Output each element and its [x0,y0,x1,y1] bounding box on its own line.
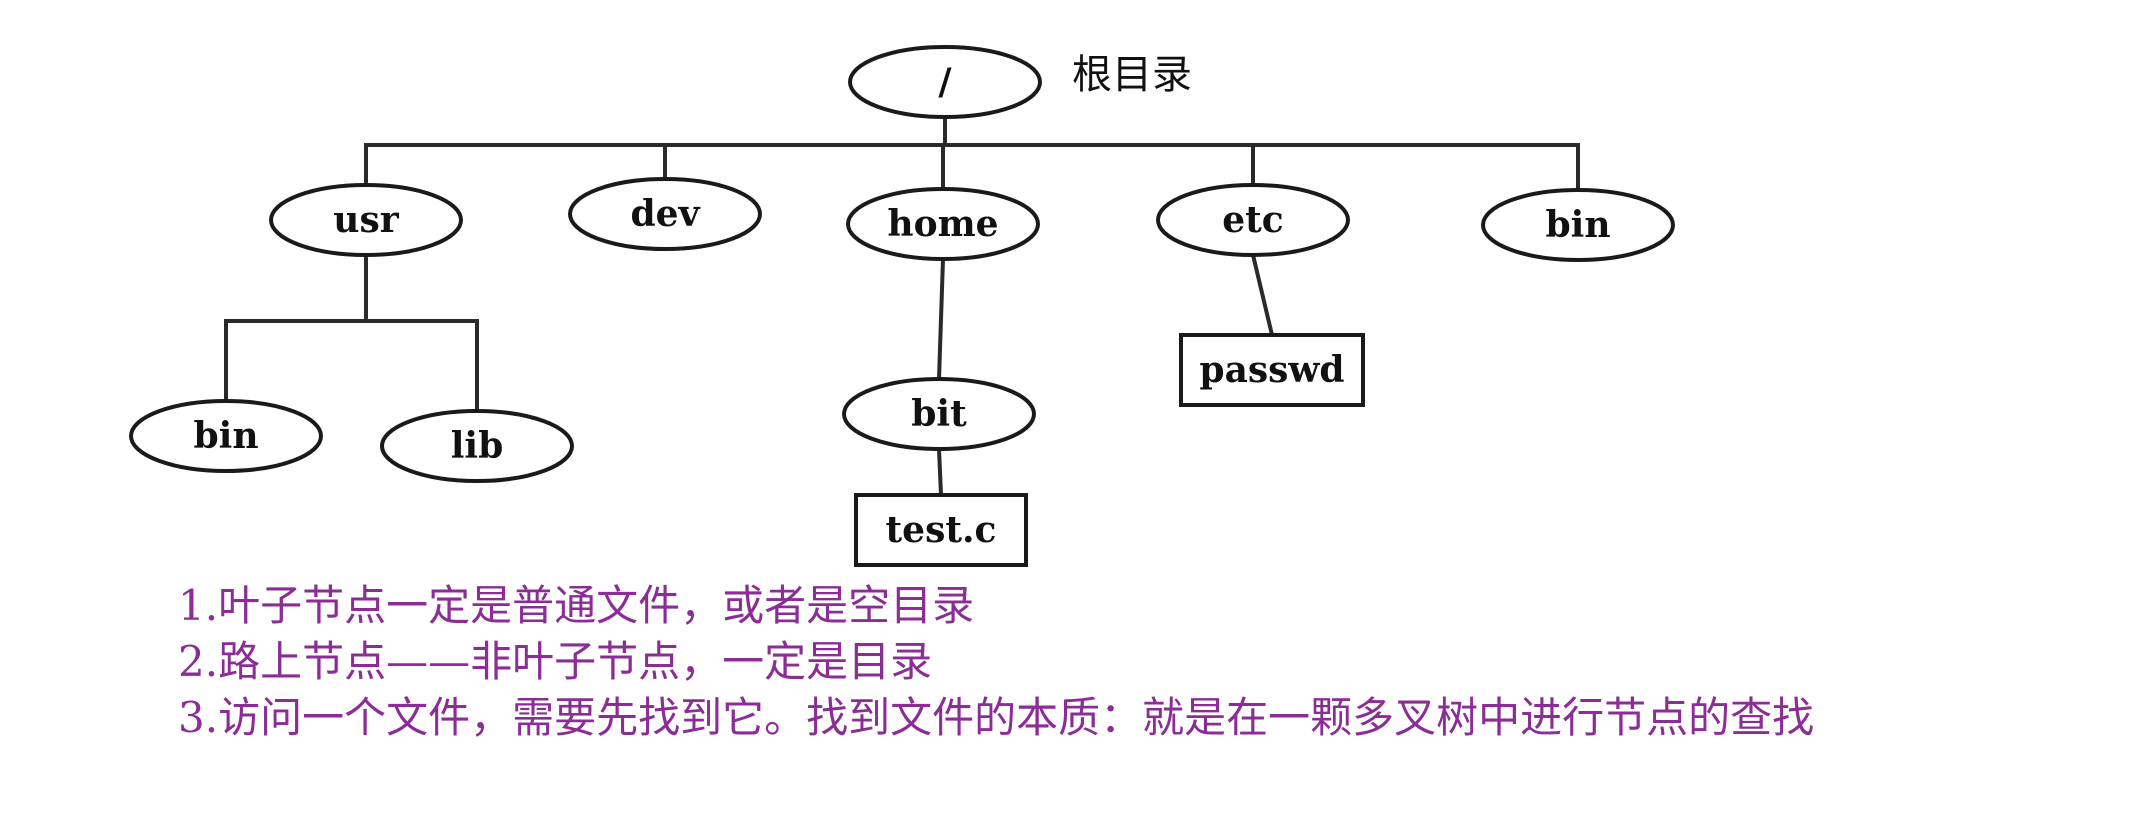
node-label-test-c: test.c [886,509,997,551]
note-item-3: 3.访问一个文件，需要先找到它。找到文件的本质：就是在一颗多叉树中进行节点的查找 [178,693,1815,742]
directory-node-bit [842,377,1036,451]
directory-node-root [848,45,1042,119]
tree-edges [224,115,1580,498]
note-item-2: 2.路上节点——非叶子节点，一定是目录 [178,637,933,686]
node-label-root: / [938,61,952,103]
tree-nodes: / usr dev home etc bin bin lib bit passwd test.c [129,45,1675,567]
note-item-1: 1.叶子节点一定是普通文件，或者是空目录 [178,581,975,630]
node-label-bin-top: bin [1545,204,1610,246]
node-label-home: home [887,203,998,245]
node-label-etc: etc [1222,199,1283,241]
directory-node-lib [380,409,574,483]
edge-home-bit [936,256,946,382]
node-label-bit: bit [911,393,967,435]
directory-node-home [846,187,1040,261]
notes-list: 1.叶子节点一定是普通文件，或者是空目录 2.路上节点——非叶子节点，一定是目录… [178,578,1814,746]
file-node-passwd [1179,333,1365,407]
directory-node-dev [568,177,762,251]
directory-node-bin-top [1481,188,1675,262]
directory-node-etc [1156,183,1350,257]
file-node-test-c [854,493,1028,567]
directory-node-bin-usr [129,399,323,473]
edge-etc-passwd [1250,252,1275,338]
root-directory-caption: 根目录 [1072,52,1192,98]
node-label-passwd: passwd [1199,349,1344,391]
node-label-bin-usr: bin [193,415,258,457]
directory-node-usr [269,183,463,257]
edge-bit-test-c [936,446,944,498]
node-label-dev: dev [631,193,701,235]
node-label-usr: usr [333,199,399,241]
node-label-lib: lib [451,425,504,467]
